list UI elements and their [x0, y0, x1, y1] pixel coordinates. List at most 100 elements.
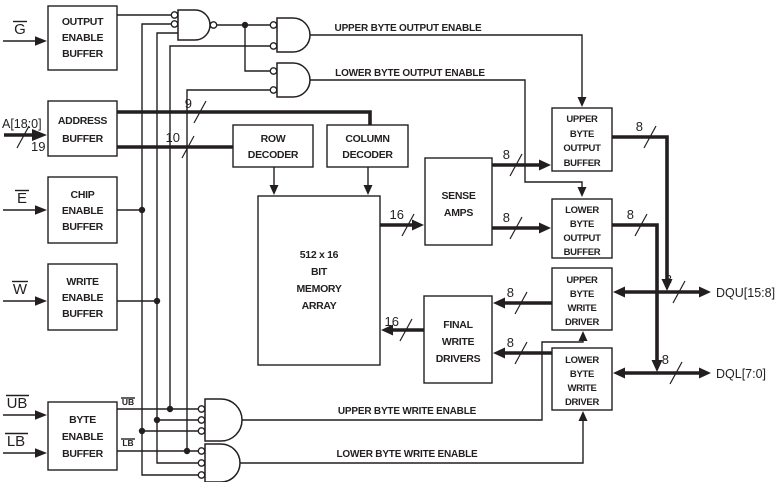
wire-lb-internal — [186, 89, 270, 451]
block-label: ADDRESS — [58, 115, 108, 127]
bus-width-8-lower-buffer: 8 — [627, 207, 634, 222]
bus-width-row10: 10 — [166, 130, 180, 145]
bus-width-8-upper-driver: 8 — [507, 285, 514, 300]
net-label-lb-internal: LB — [122, 438, 133, 448]
slash-8-sense-upper — [509, 153, 523, 177]
block-label: LOWER — [565, 355, 599, 366]
junction-w-gate — [153, 416, 161, 424]
block-chip-enable-buffer: CHIP ENABLE BUFFER — [47, 176, 118, 244]
block-outline — [47, 401, 118, 471]
block-label: DRIVER — [565, 397, 600, 408]
slash-8-dql — [669, 361, 683, 385]
wire-upper-byte-output-enable — [310, 34, 583, 99]
block-outline — [47, 176, 118, 244]
block-final-write-drivers: FINAL WRITE DRIVERS — [423, 295, 493, 384]
bus-width-8-sense-upper: 8 — [503, 147, 510, 162]
block-outline — [551, 107, 613, 172]
block-label: COLUMN — [345, 133, 389, 145]
block-label: UPPER — [566, 114, 598, 125]
arrowhead-ub — [35, 410, 47, 420]
block-label: ENABLE — [62, 292, 104, 304]
block-outline — [551, 347, 613, 411]
wire-ub-internal — [169, 45, 270, 409]
net-label-lower-byte-write-enable: LOWER BYTE WRITE ENABLE — [337, 449, 478, 460]
slash-8-sense-lower — [509, 216, 523, 240]
pin-label-ub: UB — [7, 395, 28, 412]
slash-8-lower-driver — [514, 341, 528, 365]
block-outline — [257, 195, 381, 366]
bus-width-16-array: 16 — [385, 314, 399, 329]
slash-8-dqu — [672, 280, 686, 304]
wire-nand-out-branch — [244, 25, 270, 72]
block-label: BYTE — [570, 219, 594, 230]
block-lower-byte-output-buffer: LOWER BYTE OUTPUT BUFFER — [551, 198, 613, 259]
block-address-buffer: ADDRESS BUFFER — [47, 100, 118, 157]
block-outline — [47, 100, 118, 157]
slash-8-lower-buffer-out — [634, 213, 648, 237]
bus-upper-buffer-to-dqu-8 — [612, 135, 669, 281]
slash-a19 — [16, 125, 30, 149]
block-label: UPPER — [566, 275, 598, 286]
block-label: BYTE — [570, 129, 594, 140]
inverter-bubble — [269, 86, 278, 94]
block-label: DRIVERS — [436, 353, 481, 365]
arrowhead-8-lower-buffer — [539, 222, 551, 234]
lower-byte-write-enable-gate — [197, 443, 241, 482]
arrowhead-column-decoder — [363, 185, 373, 195]
junction-nand-out — [241, 21, 249, 29]
block-label: ENABLE — [62, 205, 104, 217]
arrowhead-lower-write-enable — [578, 411, 588, 421]
blocks: OUTPUT ENABLE BUFFER ADDRESS BUFFER CHIP… — [47, 5, 613, 471]
block-write-enable-buffer: WRITE ENABLE BUFFER — [47, 263, 118, 331]
arrowhead-upper-output-enable — [577, 97, 587, 107]
junction-e-gate — [138, 427, 146, 435]
slash-8-upper-driver — [514, 291, 528, 315]
block-outline — [424, 157, 493, 246]
block-label: BYTE — [570, 289, 594, 300]
block-label: BUFFER — [62, 48, 103, 60]
block-label: BIT — [311, 266, 328, 278]
block-label: OUTPUT — [563, 143, 601, 154]
block-outline — [326, 124, 409, 168]
gates — [170, 9, 311, 482]
arrowhead-e — [35, 205, 47, 215]
block-label: BYTE — [69, 414, 96, 426]
arrowhead-16-to-array — [381, 324, 393, 336]
net-label-upper-byte-output-enable: UPPER BYTE OUTPUT ENABLE — [335, 23, 482, 34]
block-label: WRITE — [567, 383, 596, 394]
slash-col9 — [193, 100, 207, 124]
block-byte-enable-buffer: BYTE ENABLE BUFFER — [47, 401, 118, 471]
block-label: BUFFER — [62, 133, 103, 145]
bus-width-slashes — [16, 100, 686, 385]
and-gate-body — [276, 17, 311, 53]
block-label: BUFFER — [62, 448, 103, 460]
bus-width-8-upper-buffer: 8 — [636, 119, 643, 134]
bus-lower-buffer-to-dql-8 — [612, 223, 659, 362]
output-enable-nand-gate — [170, 9, 218, 41]
upper-byte-write-enable-gate — [197, 398, 243, 442]
bus-width-8-dql: 8 — [662, 352, 669, 367]
block-label: ENABLE — [62, 431, 104, 443]
bus-width-8-lower-driver: 8 — [507, 335, 514, 350]
and-gate-body — [204, 443, 241, 482]
wire-lower-byte-output-enable — [310, 79, 583, 189]
labels: G A[18:0] 19 E W UB LB UB LB DQU[15:8] D… — [2, 20, 775, 460]
inverter-bubble — [209, 21, 218, 29]
inverter-bubble — [197, 471, 206, 479]
block-outline — [47, 263, 118, 331]
inverter-bubble — [197, 459, 206, 467]
arrowhead-upper-write-enable — [578, 331, 588, 341]
bus-width-8-sense-lower: 8 — [503, 210, 510, 225]
and-gate-body — [204, 398, 243, 442]
arrowhead-lb — [35, 448, 47, 458]
lower-byte-output-enable-gate — [269, 62, 311, 98]
block-label: OUTPUT — [62, 16, 104, 28]
block-row-decoder: ROW DECODER — [232, 124, 314, 168]
block-label: ENABLE — [62, 32, 104, 44]
slash-8-upper-buffer-out — [643, 125, 657, 149]
arrowhead-address — [32, 129, 47, 141]
inverter-bubble — [269, 67, 278, 75]
block-outline — [232, 124, 314, 168]
block-label: BUFFER — [62, 308, 103, 320]
